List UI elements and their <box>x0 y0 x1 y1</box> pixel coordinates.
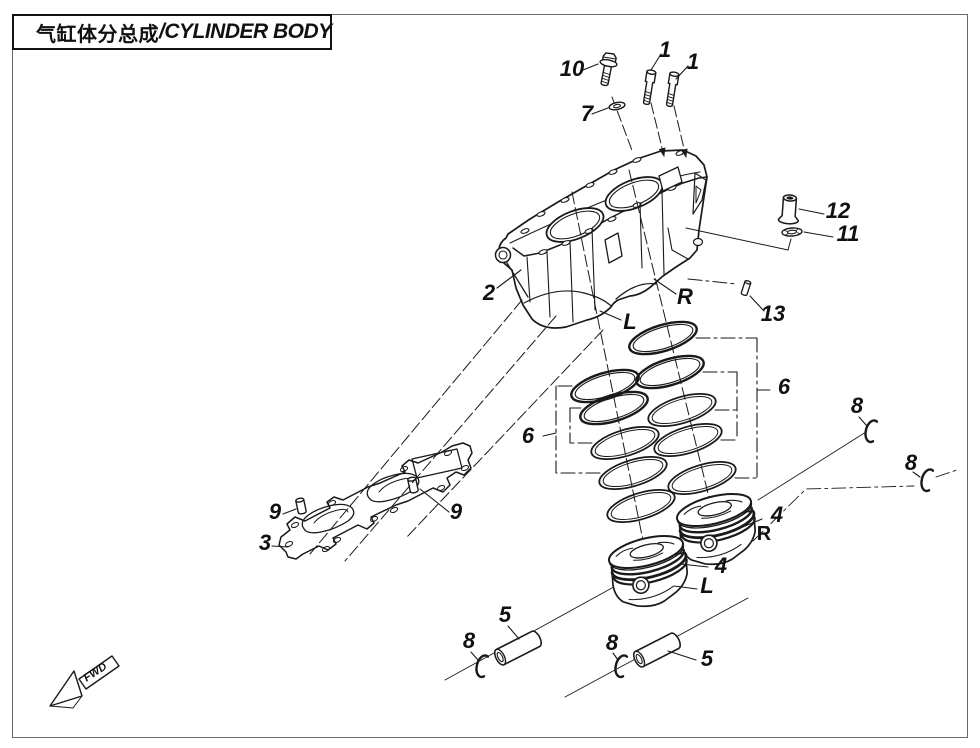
cylinder-bolt <box>641 68 657 106</box>
piston-ring <box>590 425 660 461</box>
callout-6-right: 6 <box>778 374 791 399</box>
callout-4-right: 4 <box>770 502 783 527</box>
page-title-chinese: 气缸体分总成 <box>36 23 159 46</box>
gasket-dowel-left <box>294 496 308 516</box>
plug <box>777 194 800 225</box>
seal-washer <box>781 227 803 237</box>
fwd-arrow: FWD <box>49 655 120 709</box>
callout-r-cylinder: R <box>677 284 693 309</box>
cylinder-block <box>494 149 708 329</box>
washer <box>608 101 626 111</box>
callout-5-left: 5 <box>499 602 512 627</box>
piston-ring <box>647 392 717 428</box>
gasket-alignment-lines <box>309 299 604 562</box>
callout-l-piston: L <box>700 573 713 598</box>
callout-1a: 1 <box>659 37 671 62</box>
piston-ring <box>579 390 649 426</box>
page-border <box>12 14 968 738</box>
piston-ring <box>628 320 698 356</box>
circlip <box>862 417 880 444</box>
callout-l-cylinder: L <box>623 309 636 334</box>
title-box: 气缸体分总成 /CYLINDER BODY <box>12 14 332 50</box>
circlip <box>918 466 936 493</box>
callout-r-piston: R <box>757 523 772 545</box>
callout-11: 11 <box>837 221 860 246</box>
piston-ring <box>570 368 640 404</box>
piston-pin-left <box>491 628 545 668</box>
callout-3: 3 <box>259 530 271 555</box>
callout-9b: 9 <box>450 499 463 524</box>
dowel-pin-13 <box>740 280 752 296</box>
callout-5-right: 5 <box>701 646 714 671</box>
callout-2: 2 <box>482 280 496 305</box>
piston-pin-right <box>630 630 684 670</box>
callout-9a: 9 <box>269 499 282 524</box>
piston-left <box>602 528 698 616</box>
gasket-bolt-holes <box>284 449 470 553</box>
callout-10: 10 <box>560 56 585 81</box>
page-title-english: /CYLINDER BODY <box>159 20 332 43</box>
callout-13: 13 <box>761 301 785 326</box>
ring-group-brackets <box>555 337 758 479</box>
callout-labels: 10 1 1 7 12 11 2 R L 13 6 8 8 6 9 9 3 4 … <box>259 37 918 671</box>
piston-ring <box>598 455 668 491</box>
base-gasket <box>278 442 473 560</box>
leader-lines <box>271 53 921 661</box>
callout-6-left: 6 <box>522 423 535 448</box>
cylinder-bolt <box>664 70 680 108</box>
flange-bolt <box>595 51 620 88</box>
callout-1b: 1 <box>687 49 699 74</box>
callout-12: 12 <box>826 198 851 223</box>
callout-8c: 8 <box>463 628 476 653</box>
callout-8a: 8 <box>851 393 864 418</box>
circlip <box>473 652 491 679</box>
callout-8b: 8 <box>905 450 918 475</box>
callout-7: 7 <box>581 101 595 126</box>
callout-4-left: 4 <box>714 553 727 578</box>
piston-ring <box>635 354 705 390</box>
piston-ring <box>653 422 723 458</box>
piston-ring <box>667 460 737 496</box>
piston-ring <box>606 488 676 524</box>
piston-rings <box>570 320 737 524</box>
callout-8d: 8 <box>606 630 619 655</box>
leader-6-left <box>542 432 557 437</box>
